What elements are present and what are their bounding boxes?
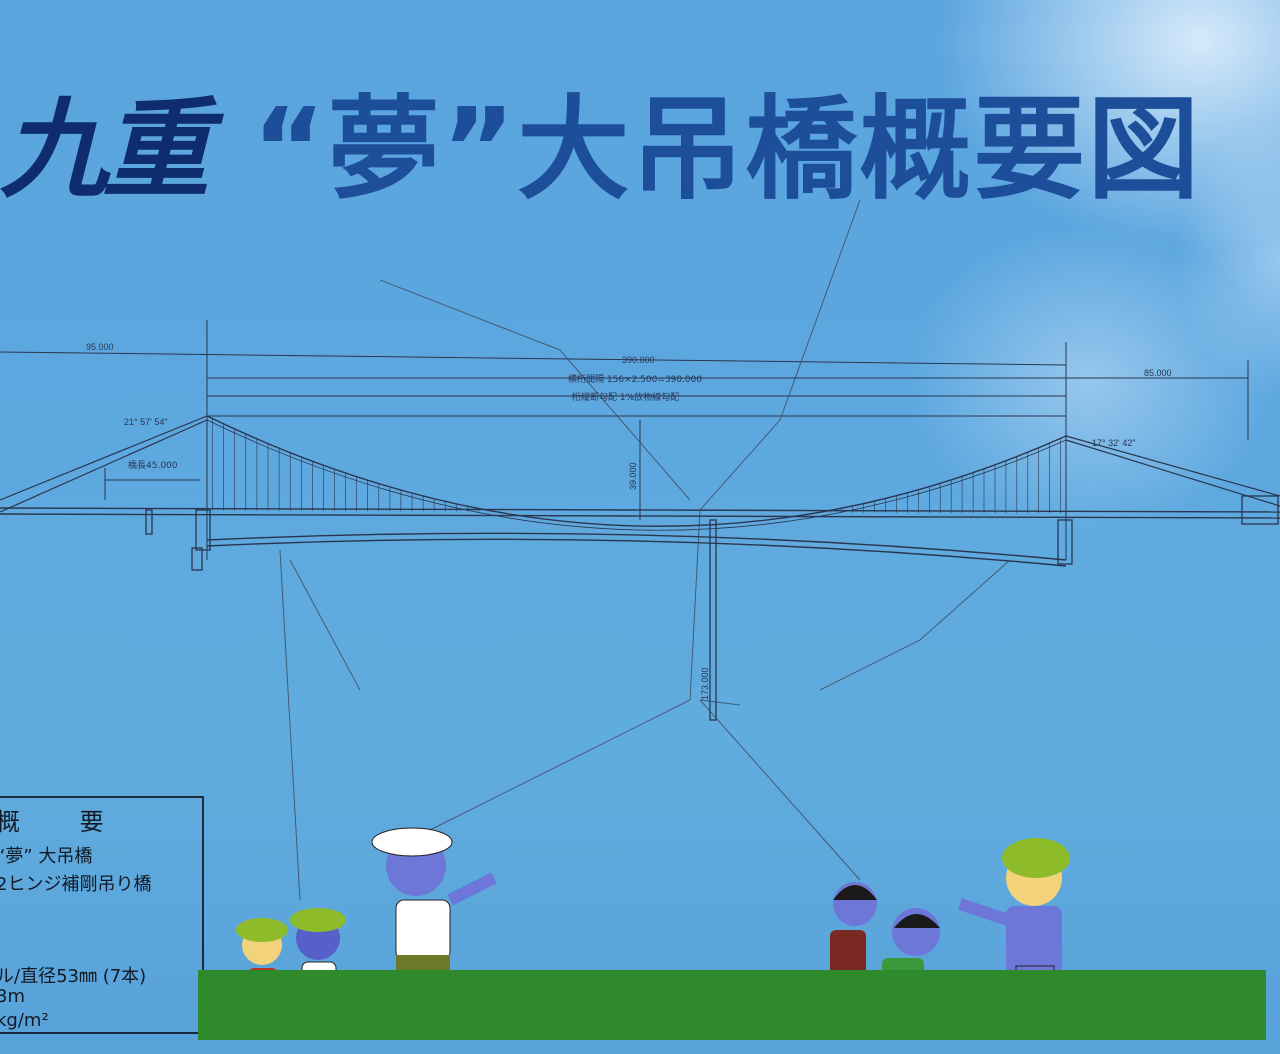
- left-tower: [195, 509, 211, 551]
- overview-length: 3m: [0, 986, 25, 1007]
- overview-type: ⁡2ヒンジ補剛吊り橋: [0, 874, 152, 895]
- dim-main-span: 390.000: [622, 355, 655, 365]
- dim-left-span: 95.000: [86, 342, 114, 352]
- kokonoe-logo: 九重: [0, 87, 210, 213]
- dim-slope: 桁縦断勾配 1%放物線勾配: [572, 391, 679, 403]
- dim-height: 173.000: [700, 667, 710, 700]
- hanger-ropes: [212, 418, 1061, 514]
- dim-right-angle: 17° 32' 42": [1092, 438, 1136, 448]
- dim-right-span: 85.000: [1144, 368, 1172, 378]
- main-cable-inner: [206, 419, 1067, 531]
- bridge-deck: [0, 507, 1280, 567]
- dimension-lines: [0, 320, 1249, 560]
- left-abutment: [191, 547, 203, 571]
- overview-panel: 概 要 “夢” 大吊橋 ⁡2ヒンジ補剛吊り橋 ル/直径53㎜ (7本) 3m k…: [0, 796, 204, 1034]
- towers: [145, 495, 1279, 721]
- overview-weight: kg/m²: [0, 1010, 49, 1031]
- sign-title: 九重 “夢”大吊橋概要図: [0, 80, 1280, 220]
- anchor-cables: [0, 415, 1280, 513]
- left-pier: [145, 509, 153, 535]
- right-abutment: [1241, 495, 1279, 525]
- dim-left-angle: 21° 57' 54": [124, 417, 168, 427]
- overview-cable: ル/直径53㎜ (7本): [0, 966, 147, 987]
- main-cable: [206, 415, 1067, 527]
- center-post: [709, 519, 717, 721]
- title-text: “夢”大吊橋概要図: [252, 85, 1202, 215]
- dim-sag: 39.000: [628, 462, 638, 490]
- right-tower: [1057, 519, 1073, 565]
- glass-cracks: [279, 199, 1011, 901]
- dim-bridge-length: 橋長45.000: [128, 459, 178, 471]
- grass-ground: [198, 970, 1266, 1040]
- overview-heading: 概 要: [0, 808, 130, 836]
- overview-name: “夢” 大吊橋: [0, 846, 93, 867]
- dim-cross-beam: 横桁間隔 156×2.500=390.000: [568, 373, 702, 385]
